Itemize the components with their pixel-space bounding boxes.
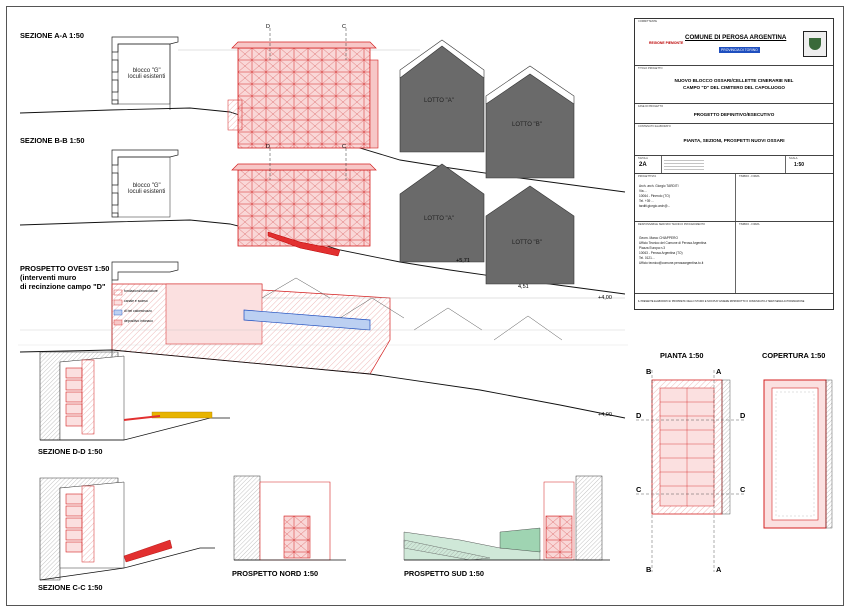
tb-rup-1: Geom. Marco CHIAPPERO	[639, 236, 678, 240]
section-dd-drawing	[39, 351, 230, 441]
prospetto-ovest-drawing	[19, 261, 626, 419]
legend-item-4: depositivo intonaco	[124, 319, 154, 323]
section-title-aa: SEZIONE A-A 1:50	[20, 31, 84, 40]
section-mark-d: D	[266, 24, 270, 30]
pianta-mark-d-right: D	[740, 411, 746, 420]
tb-scala-value: 1:50	[794, 162, 805, 168]
copertura-drawing	[763, 379, 833, 529]
tb-rup-3: Piazza Europa n.3	[639, 246, 666, 250]
tb-tavola-caption: TAVOLA	[638, 157, 648, 160]
tb-committente: COMMITTENTE COMUNE DI PEROSA ARGENTINA R…	[635, 19, 833, 65]
blocco-g-line2: loculi esistenti	[128, 189, 166, 195]
sheet-frame	[6, 6, 844, 606]
pianta-mark-b-bot: B	[646, 565, 652, 574]
section-cc-drawing	[39, 477, 215, 581]
pianta-drawing	[636, 370, 746, 572]
tb-progettista-5: tarditi.giorgio.arch@...	[639, 204, 671, 208]
section-aa-drawing	[19, 28, 626, 193]
tb-contenuto-value: PIANTA, SEZIONI, PROSPETTI NUOVI OSSARI	[683, 138, 785, 143]
pianta-title: PIANTA 1:50	[660, 351, 704, 360]
pianta-mark-b-top: B	[646, 367, 652, 376]
elevation-571: +5,71	[456, 258, 470, 264]
blocco-g-line1: blocco "G"	[132, 68, 161, 74]
tb-fase-caption: FASE DI PROGETTO	[638, 105, 664, 108]
tb-progettista-4: Tel. +39 ...	[639, 199, 654, 203]
tb-scala: SCALA 1:50	[785, 156, 835, 173]
tb-scala-caption: SCALA	[789, 157, 798, 160]
section-mark-d-mid: D	[266, 144, 270, 150]
tb-timbro-caption: TIMBRO - FIRMA	[739, 175, 760, 178]
tb-revision-lines	[664, 158, 704, 170]
blocco-g-label-a: blocco "G" loculi esistenti	[128, 68, 165, 80]
legend-item-3: di bel calcestruzzo	[124, 309, 152, 313]
blocco-g-line2: loculi esistenti	[128, 74, 166, 80]
blocco-g-line1: blocco "G"	[132, 183, 161, 189]
prospetto-ovest-title-3: di recinzione campo "D"	[20, 282, 106, 291]
tb-contenuto: CONTENUTO ELABORATO PIANTA, SEZIONI, PRO…	[635, 123, 833, 155]
lotto-b-label-1: LOTTO "B"	[512, 122, 542, 128]
blocco-g-label-b: blocco "G" loculi esistenti	[128, 183, 165, 195]
section-title-bb: SEZIONE B-B 1:50	[20, 136, 85, 145]
prospetto-ovest-title-1: PROSPETTO OVEST 1:50	[20, 264, 110, 273]
pianta-mark-a-bot: A	[716, 565, 722, 574]
prospetto-nord-drawing	[233, 475, 346, 561]
tb-progettista-1: Arch. arch. Giorgio TARDITI	[639, 184, 679, 188]
tb-rup-4: 10063 - Perosa Argentina (TO)	[639, 251, 683, 255]
pianta-mark-d-left: D	[636, 411, 642, 420]
tb-rup: RESPONSABILE SERVIZIO TECNICO PROCEDIMEN…	[635, 221, 833, 293]
prospetto-nord-title: PROSPETTO NORD 1:50	[232, 569, 319, 578]
tb-rup-5: Tel. 0121...	[639, 256, 655, 260]
tb-committente-caption: COMMITTENTE	[638, 20, 658, 23]
tb-rup-timbro-caption: TIMBRO - FIRMA	[739, 223, 760, 226]
tb-tavola-value: 2A	[639, 162, 647, 168]
tb-rup-caption: RESPONSABILE SERVIZIO TECNICO PROCEDIMEN…	[638, 223, 706, 226]
tb-titolo-caption: TITOLO PROGETTO	[638, 67, 663, 70]
pianta-mark-a-top: A	[716, 367, 722, 376]
prospetto-sud-drawing	[403, 475, 610, 561]
tb-revisions	[661, 156, 705, 173]
section-mark-c: C	[342, 24, 346, 30]
section-bb-drawing	[19, 148, 626, 295]
comune-coat-of-arms-icon	[803, 31, 827, 57]
copertura-title: COPERTURA 1:50	[762, 351, 826, 360]
section-mark-c-mid: C	[342, 144, 346, 150]
tb-titolo: TITOLO PROGETTO NUOVO BLOCCO OSSARI/CELL…	[635, 65, 833, 103]
prospetto-ovest-title-2: (interventi muro	[20, 273, 77, 282]
lotto-a-label-1: LOTTO "A"	[424, 98, 454, 104]
tb-provincia-logo: PROVINCIA DI TORINO	[719, 47, 760, 53]
tb-rup-6: Ufficio tecnico@comune.perosaargentina.t…	[639, 261, 704, 265]
tb-progettista-2: Via ...	[639, 189, 648, 193]
tb-progettista-caption: PROGETTISTA	[638, 175, 657, 178]
title-block: COMMITTENTE COMUNE DI PEROSA ARGENTINA R…	[634, 18, 834, 310]
tb-contenuto-caption: CONTENUTO ELABORATO	[638, 125, 671, 128]
legend-item-1: fondazioni/zoccolature	[124, 289, 158, 293]
elevation-451: 4,51	[518, 284, 529, 290]
tb-comune: COMUNE DI PEROSA ARGENTINA	[685, 34, 787, 41]
elevation-400-b: +4,00	[598, 412, 612, 418]
tb-tavola-row: TAVOLA 2A SCALA 1:50	[635, 155, 833, 173]
lotto-b-label-2: LOTTO "B"	[512, 240, 542, 246]
tb-fase-value: PROGETTO DEFINITIVO/ESECUTIVO	[693, 112, 775, 117]
tb-titolo-2: CAMPO "D" DEL CIMITERO DEL CAPOLUOGO	[683, 85, 785, 90]
tb-titolo-1: NUOVO BLOCCO OSSARI/CELLETTE CINERARIE N…	[674, 78, 794, 83]
tb-regione-logo: REGIONE PIEMONTE	[649, 41, 684, 45]
tb-rup-2: Ufficio Tecnico del Comune di Perosa Arg…	[639, 241, 707, 245]
tb-progettista-3: 10064 - Pinerolo (TO)	[639, 194, 670, 198]
legend-item-2: canale e scarso	[124, 299, 148, 303]
tb-rup-timbro: TIMBRO - FIRMA	[735, 222, 835, 293]
section-title-dd: SEZIONE D-D 1:50	[38, 447, 103, 456]
lotto-a-label-2: LOTTO "A"	[424, 216, 454, 222]
tb-footer: IL PRESENTE ELABORATO E' PROPRIETA' DELL…	[635, 293, 833, 311]
pianta-mark-c-left: C	[636, 485, 642, 494]
pianta-mark-c-right: C	[740, 485, 746, 494]
prospetto-sud-title: PROSPETTO SUD 1:50	[404, 569, 484, 578]
tb-footer-note: IL PRESENTE ELABORATO E' PROPRIETA' DELL…	[638, 300, 805, 303]
tb-progettista: PROGETTISTA Arch. arch. Giorgio TARDITI …	[635, 173, 833, 221]
section-title-cc: SEZIONE C-C 1:50	[38, 583, 103, 592]
tb-progettista-timbro: TIMBRO - FIRMA	[735, 174, 835, 221]
tb-fase: FASE DI PROGETTO PROGETTO DEFINITIVO/ESE…	[635, 103, 833, 123]
elevation-400-a: +4,00	[598, 295, 612, 301]
